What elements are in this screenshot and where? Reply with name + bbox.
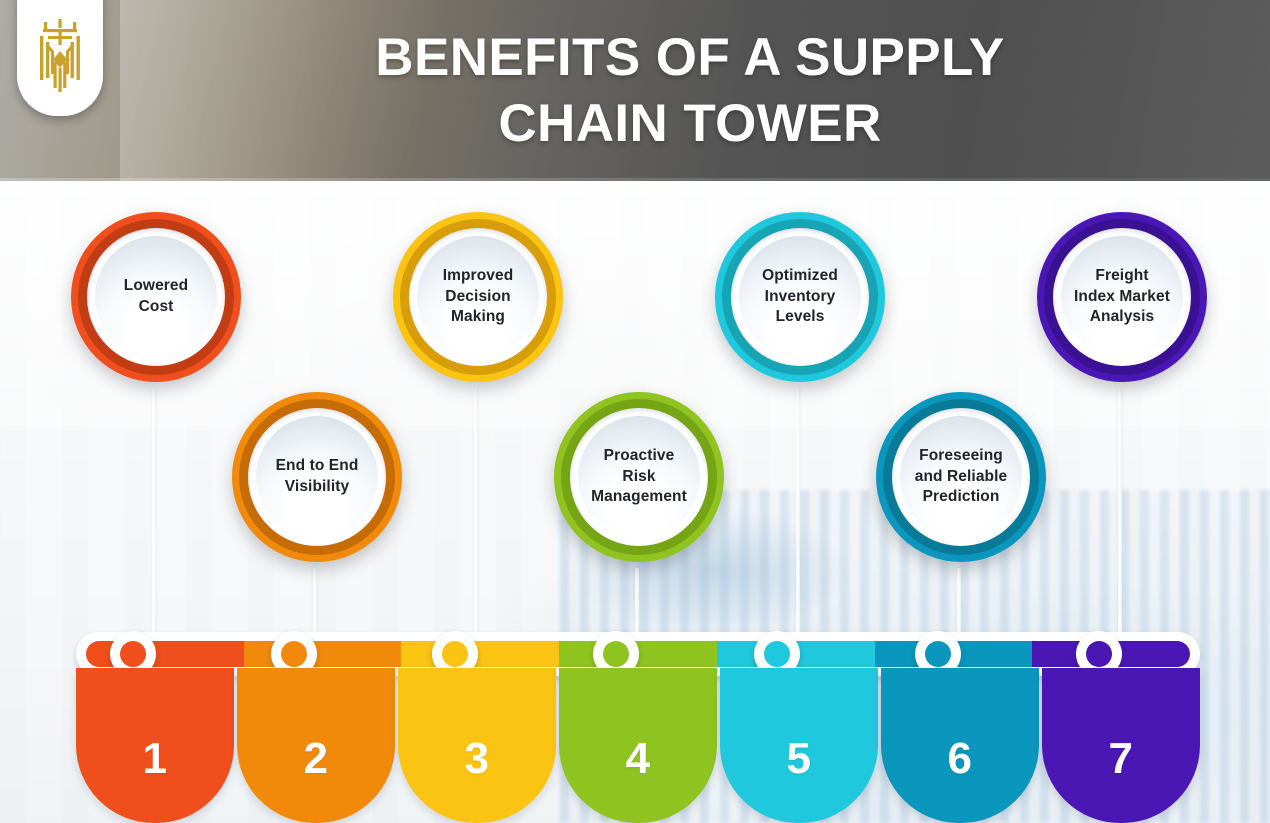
number-tab-7[interactable]: 7 (1042, 668, 1200, 823)
header-band (0, 0, 1270, 181)
page-title: BENEFITS OF A SUPPLY CHAIN TOWER (170, 25, 1210, 156)
connector-stem-5 (796, 388, 800, 648)
connector-stem-3 (474, 388, 478, 648)
timeline-dot-fill (120, 641, 146, 667)
number-tab-label: 4 (625, 734, 651, 783)
bar-segment-2 (243, 641, 402, 667)
number-tab-label: 7 (1108, 734, 1134, 783)
page-title-line2: CHAIN TOWER (498, 93, 882, 153)
number-tab-label: 6 (947, 734, 973, 783)
timeline-dot-fill (442, 641, 468, 667)
connector-stem-6 (957, 568, 961, 648)
page-title-line1: BENEFITS OF A SUPPLY (375, 28, 1005, 87)
timeline-dot-fill (925, 641, 951, 667)
timeline-dot-fill (1086, 641, 1112, 667)
number-tab-group: 1 2 3 4 5 6 7 (76, 668, 1200, 823)
header-sheen (120, 0, 540, 181)
number-tab-label: 2 (303, 734, 329, 783)
number-tab-5[interactable]: 5 (720, 668, 878, 823)
logo-plate (17, 0, 103, 116)
connector-stem-1 (152, 388, 156, 648)
timeline-dot-fill (603, 641, 629, 667)
number-tab-label: 5 (786, 734, 812, 783)
connector-stem-7 (1118, 388, 1122, 648)
number-tab-4[interactable]: 4 (559, 668, 717, 823)
bar-segment-3 (401, 641, 560, 667)
connector-stem-4 (635, 568, 639, 648)
number-tab-6[interactable]: 6 (881, 668, 1039, 823)
connector-stem-2 (313, 568, 317, 648)
number-tab-label: 1 (142, 734, 168, 783)
number-tab-1[interactable]: 1 (76, 668, 234, 823)
timeline-dot-fill (764, 641, 790, 667)
number-tab-2[interactable]: 2 (237, 668, 395, 823)
number-tab-3[interactable]: 3 (398, 668, 556, 823)
timeline-dot-fill (281, 641, 307, 667)
number-tab-label: 3 (464, 734, 490, 783)
company-crest-logo-icon (32, 18, 88, 92)
